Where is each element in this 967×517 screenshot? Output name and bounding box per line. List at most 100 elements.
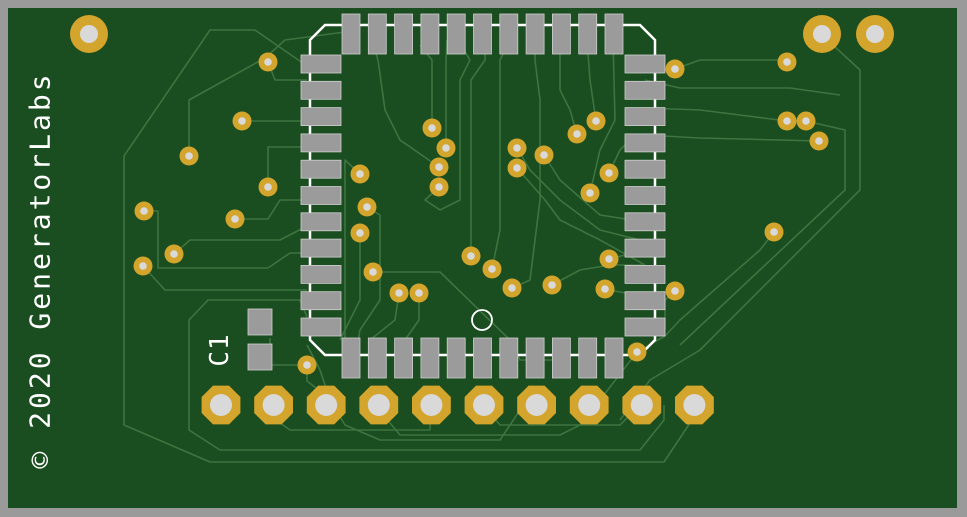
ic-pad — [300, 107, 342, 126]
via-drill — [770, 228, 778, 236]
pcb-trace — [235, 199, 307, 220]
ic-pad — [473, 13, 492, 55]
via-drill — [513, 144, 521, 152]
via-drill — [548, 281, 556, 289]
ic-pad — [624, 291, 666, 311]
ic-pad — [300, 80, 342, 100]
pcb-trace — [424, 39, 471, 211]
ic-pad — [300, 264, 342, 284]
pcb-trace — [516, 167, 646, 266]
ic-pad — [420, 337, 440, 379]
via-drill — [513, 164, 521, 172]
ic-pad — [367, 337, 387, 379]
ic-pad — [624, 107, 666, 126]
pcb-trace — [144, 210, 307, 269]
ic-pad — [604, 13, 624, 55]
header-pin-hole — [315, 394, 338, 416]
via-drill — [140, 207, 148, 215]
via-drill — [601, 285, 609, 293]
via-drill — [605, 255, 613, 263]
via-drill — [363, 203, 371, 211]
ic-pad — [624, 159, 666, 179]
via-drill — [435, 163, 443, 171]
via-drill — [356, 229, 364, 237]
via-drill — [783, 58, 791, 66]
mounting-hole — [866, 25, 884, 43]
ic-pad — [420, 13, 440, 55]
ic-pad — [624, 133, 666, 153]
soldermask-area — [8, 8, 957, 508]
ic-pad — [552, 337, 571, 379]
ic-pad — [624, 54, 666, 74]
via-drill — [783, 117, 791, 125]
via-drill — [586, 189, 594, 197]
header-pin-hole — [473, 394, 495, 416]
via-drill — [815, 137, 823, 145]
ic-pad — [578, 13, 598, 55]
vias-layer — [133, 52, 829, 375]
via-drill — [185, 152, 193, 160]
via-drill — [488, 265, 496, 273]
ic-pad — [624, 317, 666, 337]
via-drill — [264, 183, 272, 191]
ic-pad — [300, 133, 342, 153]
ic-pad — [604, 337, 624, 379]
capacitor-pad — [247, 343, 273, 371]
header-pin-hole — [578, 394, 601, 416]
via-drill — [356, 170, 364, 178]
via-drill — [369, 268, 377, 276]
pcb-trace — [679, 120, 846, 346]
pcb-trace — [543, 154, 646, 223]
pcb-trace — [142, 265, 307, 291]
ic-pad — [367, 13, 387, 55]
mounting-hole — [813, 25, 831, 43]
header-pin-hole — [420, 394, 443, 416]
pcb-trace — [267, 146, 307, 187]
ic-pad — [624, 80, 666, 100]
via-drill — [508, 284, 516, 292]
via-drill — [442, 144, 450, 152]
via-drill — [540, 151, 548, 159]
ic-pad — [341, 13, 361, 55]
ic-pad — [624, 212, 666, 232]
via-drill — [395, 289, 403, 297]
via-drill — [170, 250, 178, 258]
pcb-trace — [188, 299, 665, 451]
ic-pad — [552, 13, 571, 55]
pcb-trace — [173, 225, 308, 255]
via-drill — [605, 169, 613, 177]
mounting-hole — [80, 25, 98, 43]
ic-pad — [499, 13, 519, 55]
pcb-trace — [339, 233, 361, 341]
ic-pads-layer — [300, 13, 666, 379]
via-drill — [671, 65, 679, 73]
via-drill — [139, 262, 147, 270]
pcb-trace — [445, 39, 448, 148]
header-pin-hole — [683, 394, 706, 416]
via-drill — [264, 58, 272, 66]
pin1-marker — [471, 309, 493, 331]
mounting-holes-layer — [70, 15, 894, 53]
ic-pad — [473, 337, 492, 379]
via-drill — [633, 348, 641, 356]
pcb-trace — [306, 344, 537, 441]
header-pin-hole — [525, 394, 548, 416]
capacitor-pad — [247, 308, 273, 336]
ic-pad — [300, 291, 342, 311]
pcb-trace — [636, 231, 775, 353]
ic-pad — [300, 317, 342, 337]
ic-pad — [300, 54, 342, 74]
header-pin-hole — [367, 394, 390, 416]
ic-pad — [525, 13, 545, 55]
copyright-silkscreen: © 2020 GeneratorLabs — [23, 71, 57, 469]
ic-pad — [394, 337, 414, 379]
via-drill — [467, 252, 475, 260]
ic-pad — [446, 337, 466, 379]
via-drill — [303, 361, 311, 369]
ic-pad — [300, 186, 342, 205]
via-drill — [435, 183, 443, 191]
via-drill — [428, 124, 436, 132]
ic-pad — [341, 337, 361, 379]
pcb-trace — [559, 40, 578, 135]
